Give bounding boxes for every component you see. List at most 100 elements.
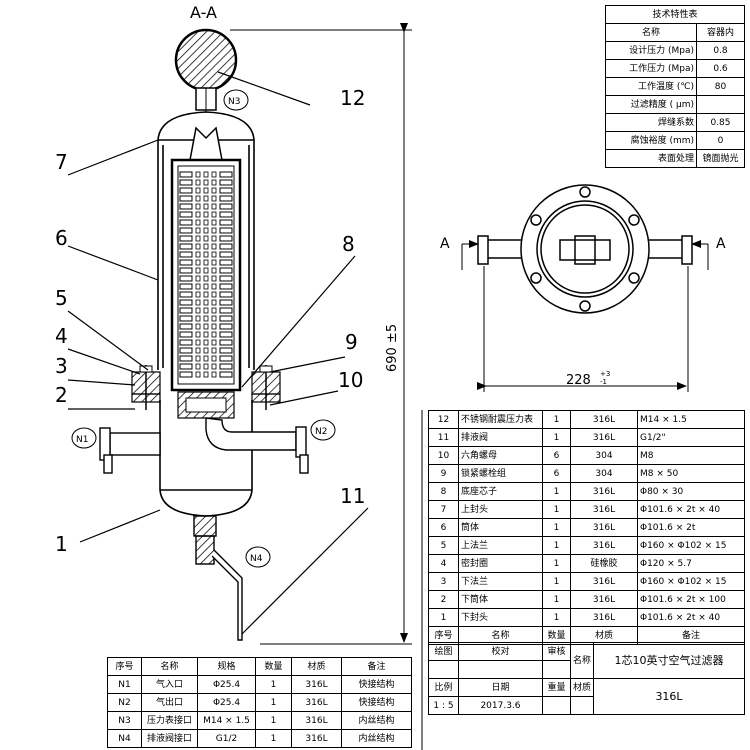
bom-name: 密封圈 (458, 554, 543, 573)
bom-note: Φ120 × 5.7 (637, 554, 745, 573)
nozzle-material: 316L (291, 675, 342, 694)
bom-name: 排液阀 (458, 428, 543, 447)
bom-note: Φ80 × 30 (637, 482, 745, 501)
filter-perforation (211, 275, 217, 282)
filter-rib (179, 227, 193, 234)
filter-perforation (195, 331, 201, 338)
bom-no: 7 (428, 500, 459, 519)
bom-qty: 6 (542, 464, 571, 483)
bom-name: 下筒体 (458, 590, 543, 609)
filter-rib (219, 235, 233, 242)
filter-perforation (195, 291, 201, 298)
filter-perforation (203, 347, 209, 354)
filter-rib (219, 227, 233, 234)
tag-n1: N1 (76, 435, 88, 445)
tech-row: 设计压力 (Mpa) 0.8 (605, 41, 745, 60)
title-material: 316L (593, 678, 745, 715)
nozzle-qty: 1 (255, 711, 292, 730)
nozzle-tags (71, 89, 336, 568)
filter-perforation (211, 363, 217, 370)
filter-rib (219, 179, 233, 186)
callout-12: 12 (340, 86, 366, 110)
filter-perforation (211, 283, 217, 290)
filter-perforation (195, 339, 201, 346)
bom-row: 9 锁紧螺栓组 6 304 M8 × 50 (428, 464, 745, 483)
nozzle-header-qty: 数量 (255, 657, 292, 676)
filter-rib (179, 251, 193, 258)
nozzle-qty: 1 (255, 675, 292, 694)
filter-perforation (195, 307, 201, 314)
filter-perforation (195, 323, 201, 330)
bom-name: 下法兰 (458, 572, 543, 591)
nozzle-header-note: 备注 (341, 657, 412, 676)
filter-perforation (203, 339, 209, 346)
filter-perforation (195, 243, 201, 250)
top-view (461, 184, 709, 392)
section-label: A-A (190, 3, 217, 22)
filter-perforation (211, 195, 217, 202)
bom-qty: 1 (542, 554, 571, 573)
bom-no: 12 (428, 410, 459, 429)
filter-rib (179, 235, 193, 242)
filter-rib (179, 243, 193, 250)
filter-perforation (195, 259, 201, 266)
title-block: 绘图 校对 审核 名称 1芯10英寸空气过滤器 比例 日期 重量 材质 316L… (428, 642, 745, 715)
nozzle-name: 气入口 (141, 675, 198, 694)
filter-perforation (203, 371, 209, 378)
filter-perforation (203, 243, 209, 250)
tech-row-value: 镜面抛光 (696, 149, 745, 168)
filter-rib (219, 275, 233, 282)
tech-row-value (696, 95, 745, 114)
filter-perforation (195, 275, 201, 282)
tech-row-label: 焊缝系数 (605, 113, 697, 132)
filter-perforation (203, 307, 209, 314)
bom-material: 304 (570, 446, 638, 465)
filter-perforation (211, 315, 217, 322)
nozzle-name: 气出口 (141, 693, 198, 712)
filter-perforation (203, 299, 209, 306)
filter-rib (219, 355, 233, 362)
filter-perforation (203, 259, 209, 266)
filter-perforation (203, 267, 209, 274)
bom-qty: 1 (542, 410, 571, 429)
filter-perforation (203, 219, 209, 226)
tech-col-value: 容器内 (696, 23, 745, 42)
bom-name: 上封头 (458, 500, 543, 519)
bom-note: M8 (637, 446, 745, 465)
section-arrow-left: A (440, 236, 450, 252)
filter-perforation (211, 371, 217, 378)
filter-perforation (211, 299, 217, 306)
bom-no: 8 (428, 482, 459, 501)
tech-row: 焊缝系数 0.85 (605, 113, 745, 132)
nozzle-material: 316L (291, 729, 342, 748)
filter-rib (219, 299, 233, 306)
filter-perforation (211, 307, 217, 314)
bom-material: 316L (570, 608, 638, 627)
bom-row: 11 排液阀 1 316L G1/2" (428, 428, 745, 447)
filter-perforation (195, 219, 201, 226)
nozzle-no: N4 (107, 729, 142, 748)
bom-no: 10 (428, 446, 459, 465)
filter-perforation (211, 347, 217, 354)
title-ratio: 1 : 5 (428, 696, 459, 715)
tech-row: 过滤精度 ( μm) (605, 95, 745, 114)
bom-no: 5 (428, 536, 459, 555)
filter-rib (179, 363, 193, 370)
filter-perforation (211, 179, 217, 186)
bom-no: 1 (428, 608, 459, 627)
filter-perforation (211, 259, 217, 266)
title-date: 2017.3.6 (458, 696, 543, 715)
nozzle-qty: 1 (255, 729, 292, 748)
filter-perforation (195, 299, 201, 306)
tech-row-label: 工作温度 (℃) (605, 77, 697, 96)
nozzle-note: 内丝结构 (341, 729, 412, 748)
filter-perforation (211, 267, 217, 274)
tag-n2: N2 (315, 427, 327, 437)
nozzle-no: N3 (107, 711, 142, 730)
callout-10: 10 (338, 368, 364, 392)
leader-lines (67, 71, 369, 635)
